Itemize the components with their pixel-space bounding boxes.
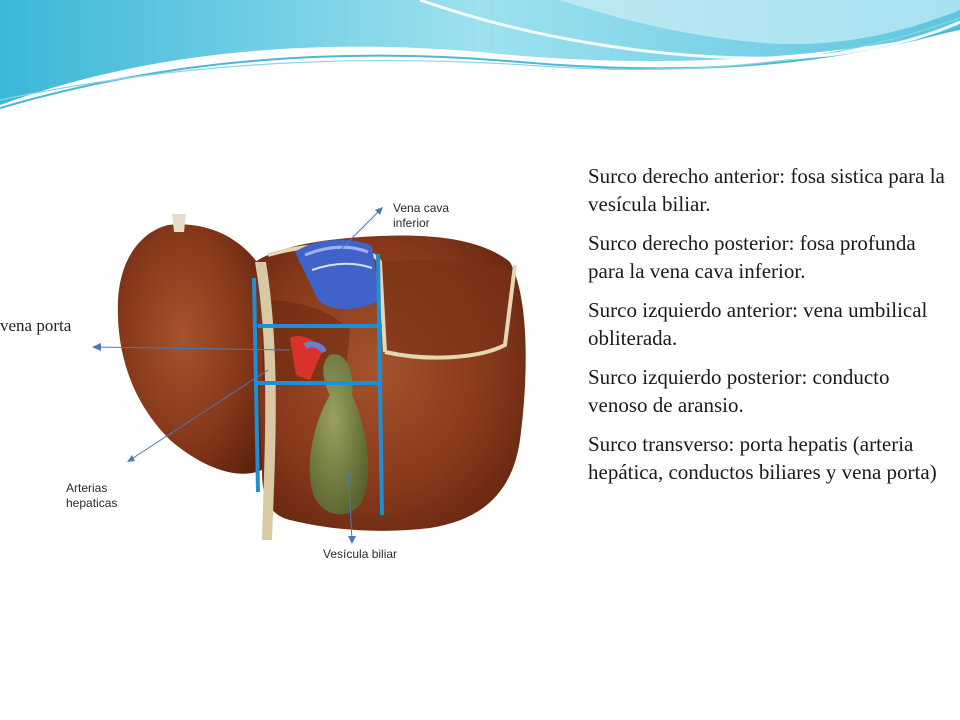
gallbladder [309,354,369,515]
note-surco-izquierdo-anterior: Surco izquierdo anterior: vena umbilical… [588,298,928,350]
note-surco-derecho-anterior: Surco derecho anterior: fosa sistica par… [588,164,945,216]
liver-illustration [92,207,526,544]
note-surco-izquierdo-posterior: Surco izquierdo posterior: conducto veno… [588,365,890,417]
label-vena-cava: Vena cava inferior [393,201,473,231]
sulci-notes: Surco derecho anterior: fosa sistica par… [588,162,948,497]
note-surco-transverso: Surco transverso: porta hepatis (arteria… [588,432,937,484]
sulci-guide-lines [252,253,384,516]
label-vena-cava-line1: Vena cava [393,201,450,215]
label-arterias-line2: hepaticas [66,496,118,510]
header-wave-decoration [0,0,960,109]
label-vesicula-biliar: Vesícula biliar [323,547,398,561]
label-vena-cava-line2: inferior [393,216,430,230]
liver-left-lobe [117,224,262,474]
vena-cava-inferior [295,239,380,309]
label-arterias-hepaticas: Arterias hepaticas [66,481,146,511]
note-surco-derecho-posterior: Surco derecho posterior: fosa profunda p… [588,231,916,283]
label-arterias-line1: Arterias [66,481,108,495]
label-vena-porta: vena porta [0,316,72,335]
